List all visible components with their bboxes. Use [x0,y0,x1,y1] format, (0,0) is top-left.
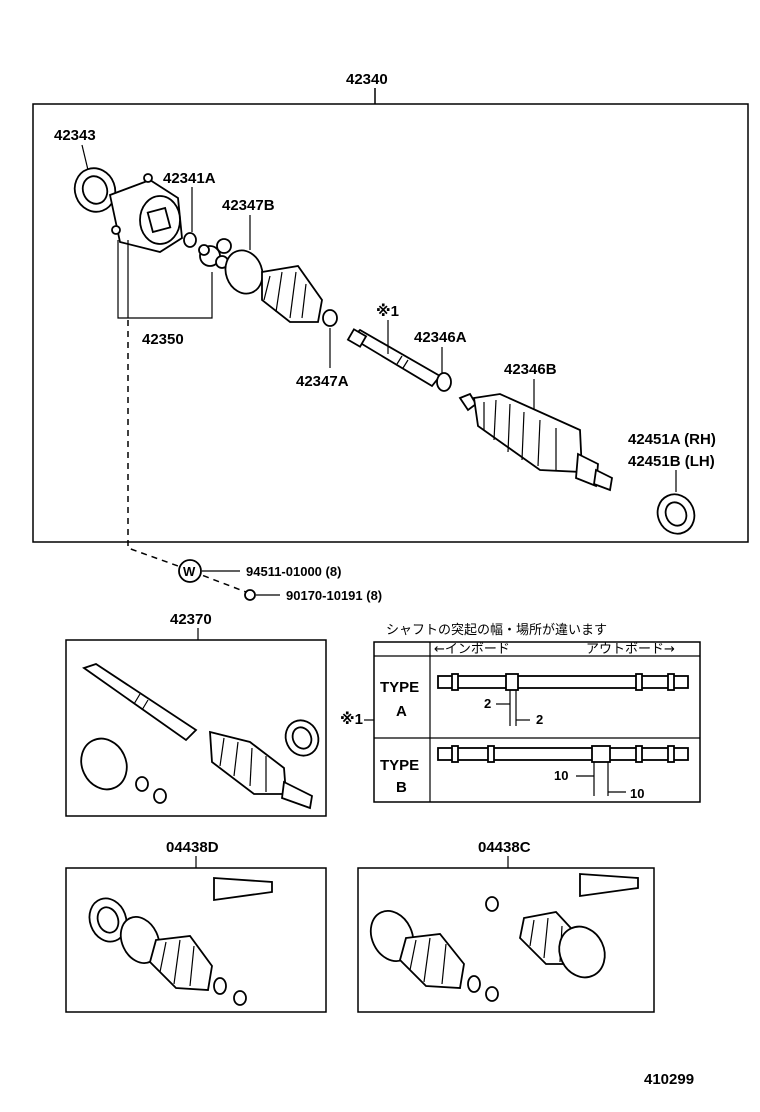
kit-label-04438C: 04438C [478,839,531,856]
type-a-shaft [437,673,689,691]
dust-seal-42451 [656,493,696,535]
part-label-42451A: 42451A (RH) [628,431,716,448]
kit-04438D-parts [88,877,273,1006]
svg-text:W: W [183,564,196,579]
seal-ring-42343 [73,167,117,213]
part-label-42350: 42350 [142,331,184,348]
kit-label-42370: 42370 [170,611,212,628]
kit-frame-04438D [65,867,327,1013]
type-b-shaft [437,745,689,763]
nut-icon [244,589,256,601]
bolt-label-94511: 94511-01000 (8) [246,564,341,579]
clamp-42347B [224,249,264,295]
outer-joint-housing [108,173,183,253]
kit-label-04438D: 04438D [166,839,219,856]
inner-boot [261,265,323,323]
kit-42370-seal [284,719,320,757]
part-label-42347B: 42347B [222,197,275,214]
type-a-label: TYPE [380,679,419,696]
kit-frame-04438C [357,867,655,1013]
shaft-table-title: シャフトの突起の幅・場所が違います [386,622,607,638]
type-b-label: TYPE [380,757,419,774]
type-a-dim-right: 2 [536,712,543,727]
snap-ring-42341A [183,232,197,248]
part-label-42346B: 42346B [504,361,557,378]
type-b-dim-right: 10 [630,786,644,801]
kit-frame-42370 [65,639,327,817]
clamp-42347A [322,309,338,327]
type-b-dim-left: 10 [554,768,568,783]
header-inboard: ←インボード [434,642,510,657]
kit-04438C-parts [369,873,639,1002]
part-label-42341A: 42341A [163,170,216,187]
kit-42370-clamps [80,737,167,804]
part-label-42346A: 42346A [414,329,467,346]
type-b-letter: B [396,779,407,796]
figure-number: 410299 [644,1071,694,1088]
type-a-letter: A [396,703,407,720]
shaft-type-table [373,641,701,803]
clamp-42346A [436,372,452,392]
note-ref-label: ※1 [376,302,399,320]
part-label-42451B: 42451B (LH) [628,453,715,470]
table-ref-mark: ※1 [340,710,363,728]
bolt-label-90170: 90170-10191 (8) [286,588,382,603]
assembly-frame [32,103,749,543]
type-a-dim-left: 2 [484,696,491,711]
outer-boot-joint [458,392,613,492]
header-outboard: アウトボード→ [586,642,675,657]
kit-42370-shaft [82,663,313,810]
part-label-42347A: 42347A [296,373,349,390]
washer-icon: W [178,559,202,583]
part-label-42343: 42343 [54,127,96,144]
assembly-number-label: 42340 [346,71,388,88]
